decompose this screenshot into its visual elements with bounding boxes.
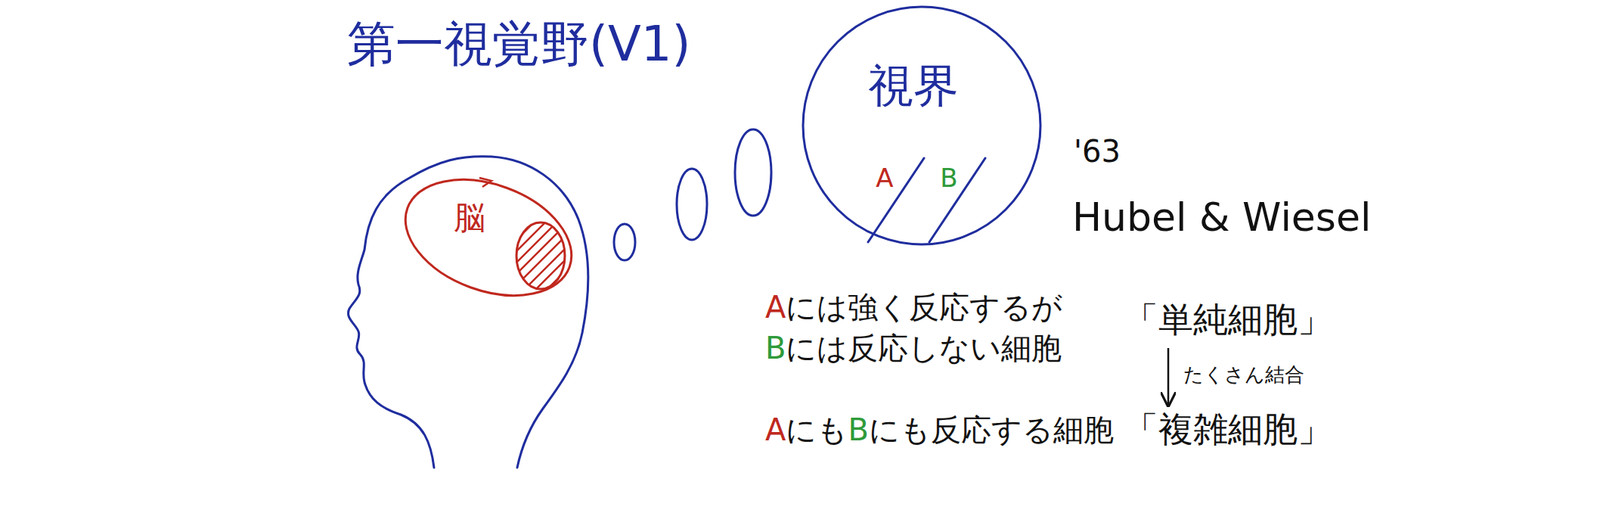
node-shape xyxy=(400,170,577,305)
description-text: にも xyxy=(785,411,848,448)
note-label: たくさん結合 xyxy=(1183,362,1305,387)
author-label: Hubel & Wiesel xyxy=(1072,193,1371,241)
note-label: たくさん結合 xyxy=(1183,362,1305,387)
brain-outline: 脳 xyxy=(400,170,577,305)
year-label: '63 xyxy=(1073,133,1121,170)
stimulus-letter: A xyxy=(765,411,786,448)
title: 第一視覚野(V1) xyxy=(347,15,691,74)
cell-type-label: 「単純細胞」 xyxy=(1123,298,1333,341)
cell-type-label: 「複雑細胞」 xyxy=(1123,408,1333,450)
brain-label: 脳 xyxy=(453,198,486,237)
stimulus-bar xyxy=(868,158,925,242)
description-line: Bには反応しない細胞 xyxy=(765,329,1062,366)
description-line: AにもBにも反応する細胞 xyxy=(765,411,1114,448)
stimulus-letter: A xyxy=(765,288,786,326)
brain-tick xyxy=(479,177,492,187)
year-label: '63 xyxy=(1073,133,1121,170)
thought-bubbles xyxy=(613,129,772,261)
stimulus-label: A xyxy=(875,162,894,194)
cell-type-label: 「複雑細胞」 xyxy=(1123,408,1333,450)
stimulus-bar xyxy=(929,158,986,242)
description-line: Aには強く反応するが xyxy=(765,288,1063,326)
description-text: には反応しない細胞 xyxy=(785,329,1062,366)
head-outline xyxy=(348,156,589,468)
cell-type-label: 「単純細胞」 xyxy=(1123,298,1333,341)
stimulus-letter: B xyxy=(847,411,869,448)
field-label: 視界 xyxy=(868,58,959,113)
node-shape xyxy=(801,5,1042,246)
visual-field-circle: 視界 A B xyxy=(801,5,1042,246)
stimulus-label: B xyxy=(939,162,958,194)
hatched-area xyxy=(506,211,578,301)
description-text: にも反応する細胞 xyxy=(868,411,1114,448)
brain-shape xyxy=(389,158,588,317)
description-text: には強く反応するが xyxy=(785,288,1063,326)
field-shape xyxy=(803,6,1041,245)
down-arrow xyxy=(1167,347,1170,406)
stimulus-letter: B xyxy=(765,329,786,366)
author-label: Hubel & Wiesel xyxy=(1072,193,1371,241)
